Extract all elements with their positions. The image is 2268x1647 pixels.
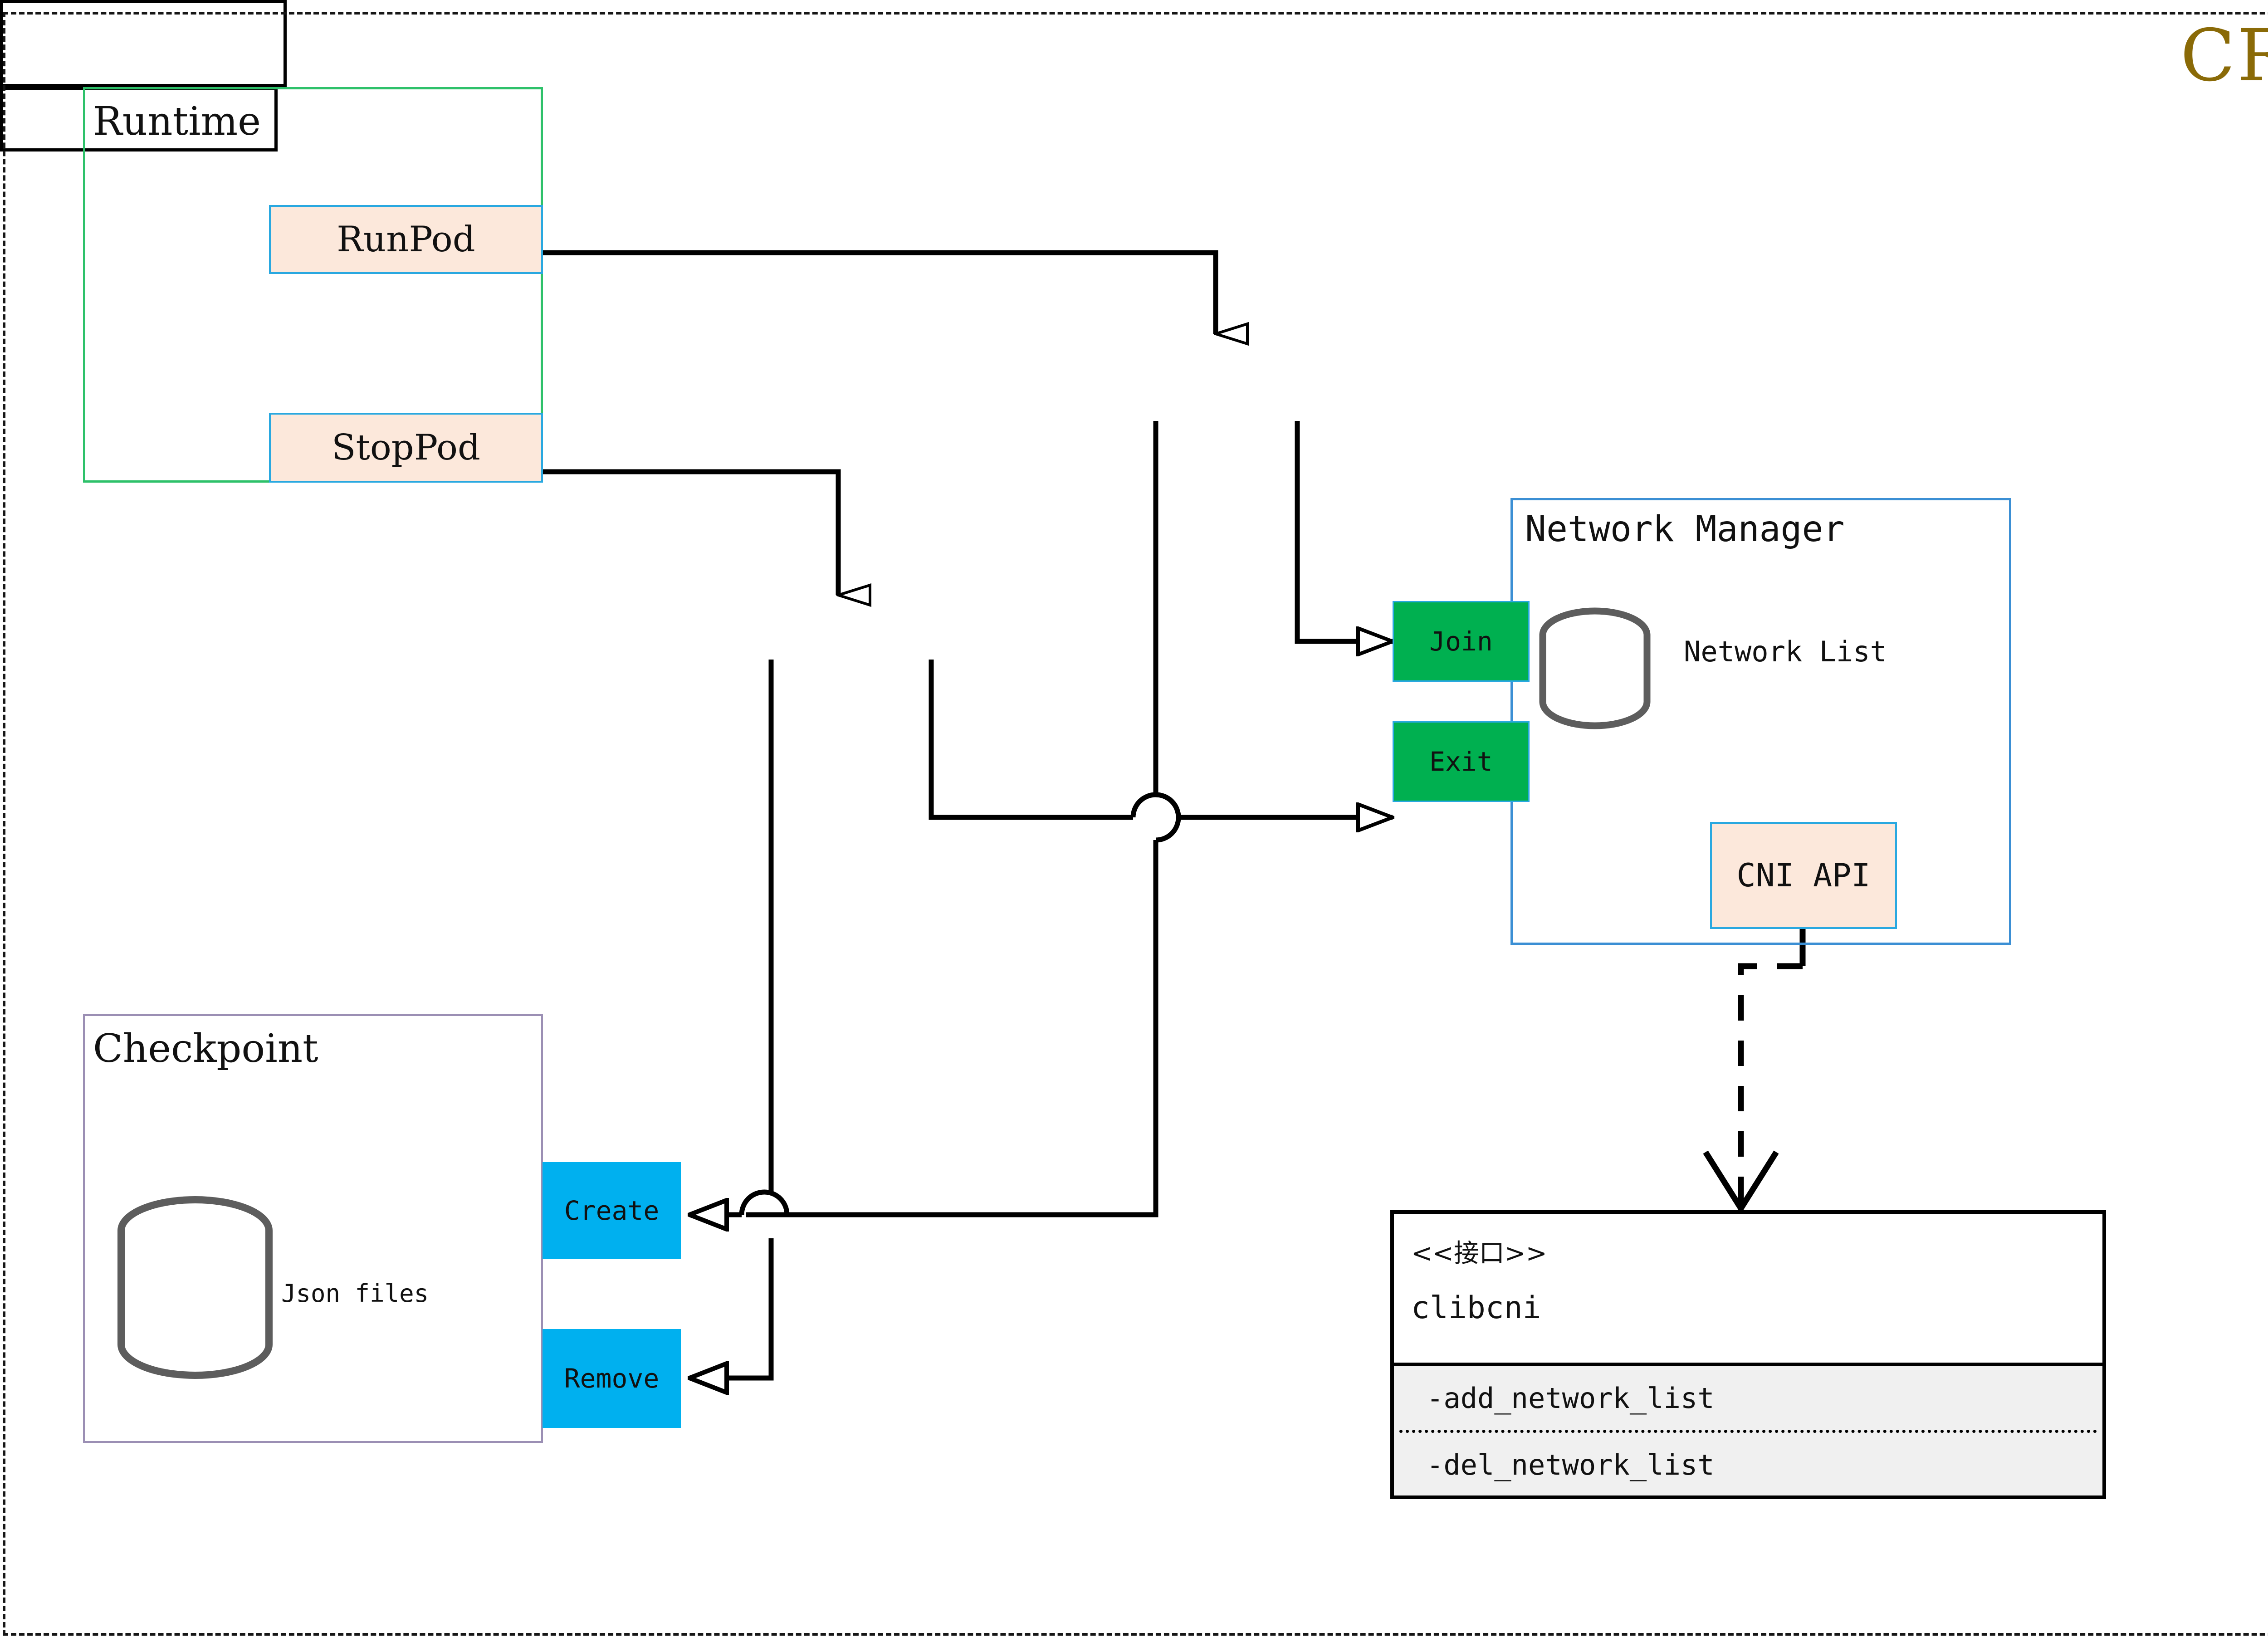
clibcni-interface-box[interactable]: <<接口>> clibcni -add_network_list -del_ne…: [1390, 1210, 2106, 1499]
create-node[interactable]: Create: [543, 1162, 681, 1259]
clibcni-operations: -add_network_list -del_network_list: [1394, 1366, 2102, 1495]
cri-boundary-frame: [3, 12, 2268, 1636]
join-node[interactable]: Join: [1393, 601, 1530, 682]
network-list-label: Network List: [1684, 635, 1887, 668]
runpod-node[interactable]: RunPod: [269, 205, 543, 274]
checkpoint-group-label: Checkpoint: [93, 1026, 318, 1071]
clibcni-header: <<接口>> clibcni: [1394, 1214, 2102, 1366]
diagram-title: CRI: [2180, 14, 2268, 98]
cni-api-node[interactable]: CNI API: [1710, 822, 1897, 929]
remove-node[interactable]: Remove: [543, 1329, 681, 1428]
exit-node[interactable]: Exit: [1393, 721, 1530, 802]
stoppod-node[interactable]: StopPod: [269, 413, 543, 483]
clibcni-operation-separator: [1399, 1430, 2097, 1433]
runtime-group-label: Runtime: [93, 99, 261, 144]
clibcni-stereotype: <<接口>>: [1411, 1239, 1547, 1268]
network-manager-group-label: Network Manager: [1525, 509, 1845, 550]
clibcni-name: clibcni: [1411, 1290, 1541, 1326]
checkpoint-store-label: Json files: [281, 1279, 429, 1308]
fork-bar-top: [0, 0, 287, 87]
clibcni-operation-row: -add_network_list: [1427, 1381, 1715, 1415]
clibcni-operation-row: -del_network_list: [1427, 1448, 1715, 1481]
checkpoint-group: [83, 1014, 543, 1443]
